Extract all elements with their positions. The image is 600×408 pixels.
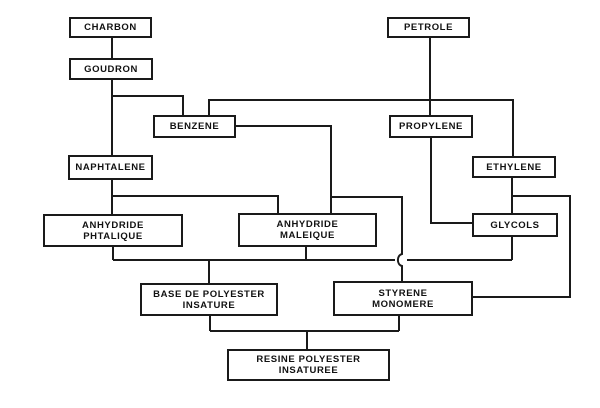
node-anhydride-phtalique-line1: ANHYDRIDE: [82, 219, 144, 231]
node-benzene: BENZENE: [153, 115, 236, 138]
node-ethylene-label: ETHYLENE: [486, 161, 542, 173]
node-propylene-label: PROPYLENE: [399, 121, 463, 132]
node-ethylene: ETHYLENE: [472, 156, 556, 178]
node-anhydride-maleique-line1: ANHYDRIDE: [276, 219, 339, 230]
node-goudron-label: GOUDRON: [84, 63, 138, 75]
node-goudron: GOUDRON: [69, 58, 153, 80]
node-benzene-label: BENZENE: [169, 121, 220, 132]
node-base-polyester-line1: BASE DE POLYESTER: [153, 288, 265, 300]
node-charbon-label: CHARBON: [84, 22, 137, 33]
node-naphtalene: NAPHTALENE: [68, 155, 153, 180]
node-base-polyester: BASE DE POLYESTER INSATURE: [140, 283, 278, 316]
node-anhydride-maleique: ANHYDRIDE MALEIQUE: [238, 213, 377, 247]
node-petrole: PETROLE: [387, 17, 470, 38]
node-propylene: PROPYLENE: [389, 115, 473, 138]
node-charbon: CHARBON: [69, 17, 152, 38]
node-anhydride-phtalique: ANHYDRIDE PHTALIQUE: [43, 214, 183, 247]
edge-benzene-maleique: [236, 125, 332, 213]
node-anhydride-maleique-line2: MALEIQUE: [280, 230, 335, 241]
node-anhydride-phtalique-line2: PHTALIQUE: [83, 230, 143, 242]
edge-ethylene-styrene: [473, 195, 571, 298]
node-glycols: GLYCOLS: [472, 213, 558, 237]
node-glycols-label: GLYCOLS: [490, 219, 540, 231]
node-naphtalene-label: NAPHTALENE: [75, 162, 146, 173]
edge-goudron-benzene: [112, 95, 184, 115]
edge-benzene-styrene: [331, 196, 403, 281]
node-styrene-monomere-line2: MONOMERE: [372, 298, 434, 310]
edge-propylene-glycols: [430, 138, 472, 224]
node-resine-polyester: RESINE POLYESTER INSATUREE: [227, 349, 390, 381]
node-styrene-monomere-line1: STYRENE: [378, 287, 428, 299]
node-petrole-label: PETROLE: [403, 22, 454, 33]
edge-naphtalene-maleique: [112, 195, 279, 213]
node-styrene-monomere: STYRENE MONOMERE: [333, 281, 473, 316]
edge-petrole-benzene-ethylene: [208, 99, 514, 156]
node-resine-polyester-line1: RESINE POLYESTER: [256, 354, 361, 365]
node-base-polyester-line2: INSATURE: [182, 299, 236, 311]
node-resine-polyester-line2: INSATUREE: [278, 365, 339, 376]
